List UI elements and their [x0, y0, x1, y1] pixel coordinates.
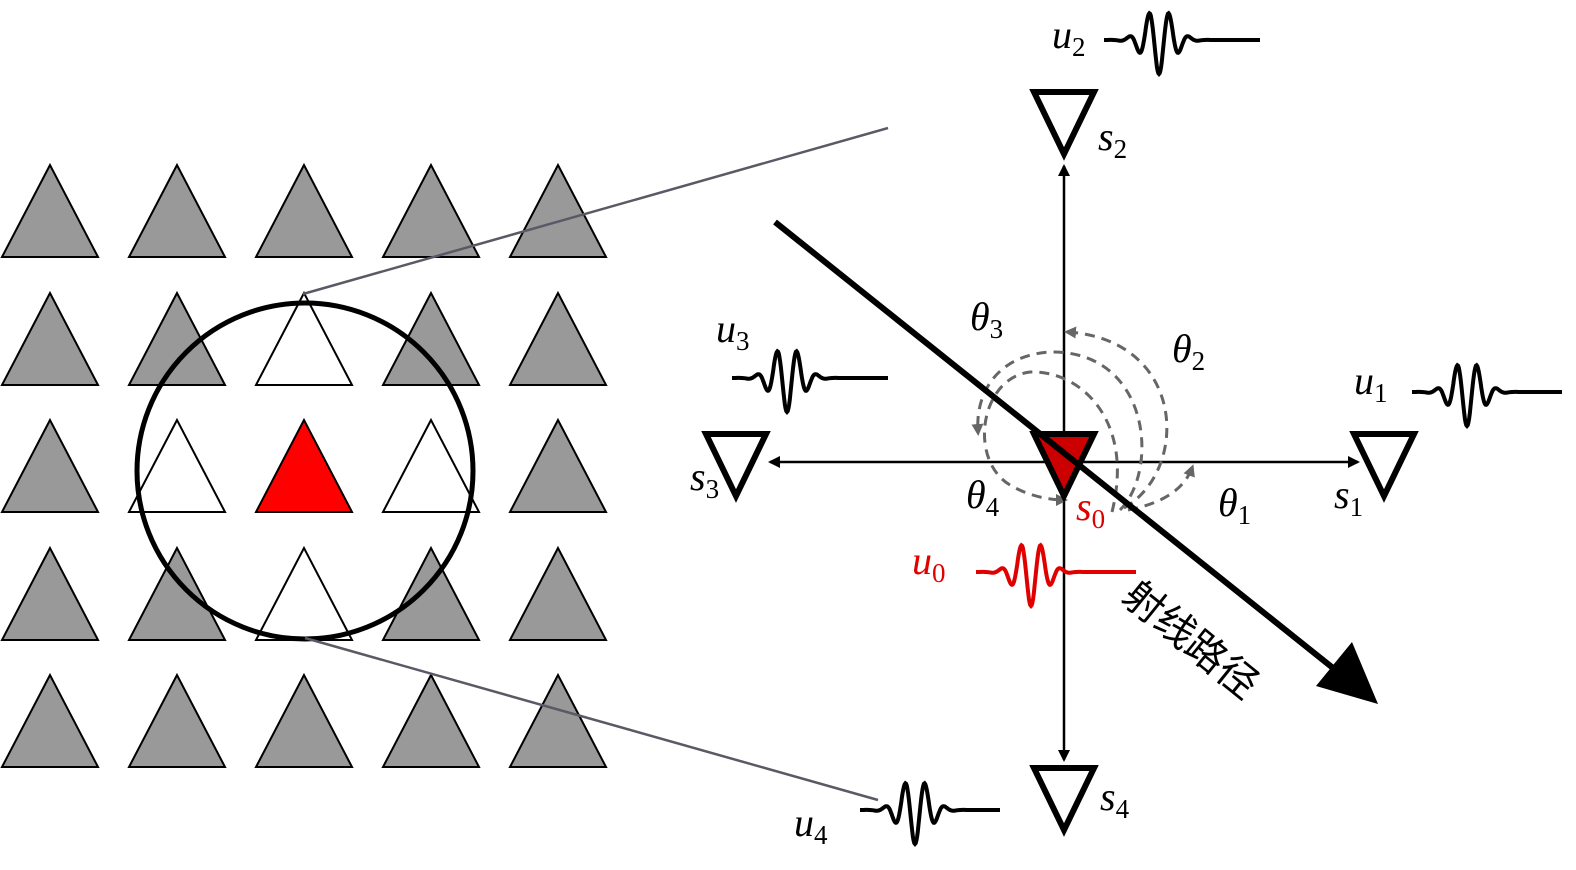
station-triangle-gray [0, 290, 100, 386]
station-s2 [1029, 89, 1099, 161]
station-s1 [1349, 431, 1419, 503]
label-s0: s0 [1076, 484, 1105, 534]
ray-path [773, 219, 1340, 675]
station-triangle-neighbor [381, 417, 481, 513]
station-array-grid [0, 162, 608, 768]
station-triangle-gray [127, 290, 227, 386]
station-triangle-center [254, 417, 354, 513]
station-triangle-gray [254, 672, 354, 768]
station-triangle-gray [0, 672, 100, 768]
station-triangle-gray [0, 417, 100, 513]
station-triangle-gray [381, 162, 481, 258]
station-triangle-neighbor [127, 417, 227, 513]
ray-path-label: 射线路径 [1114, 572, 1267, 708]
theta1-arc [1127, 464, 1195, 512]
label-s1: s1 [1334, 472, 1363, 522]
label-u1: u1 [1354, 358, 1388, 408]
station-triangle-gray [508, 672, 608, 768]
station-triangle-gray [0, 162, 100, 258]
label-u3: u3 [716, 306, 750, 356]
station-s4 [1029, 765, 1099, 837]
station-triangle-gray [127, 672, 227, 768]
station-triangle-gray [508, 417, 608, 513]
label-u4: u4 [794, 800, 828, 850]
label-theta3: θ3 [970, 294, 1003, 344]
zoom-line-bottom [304, 636, 879, 802]
waveform-u1 [1412, 362, 1562, 430]
label-u2: u2 [1052, 12, 1086, 62]
station-triangle-gray [508, 545, 608, 641]
station-triangle-gray [381, 290, 481, 386]
zoom-line-top [302, 126, 889, 296]
label-theta2: θ2 [1172, 326, 1205, 376]
theta2-arc [1064, 326, 1169, 510]
ray-path-arrowhead [1316, 642, 1378, 704]
waveform-u3 [732, 348, 888, 416]
station-triangle-neighbor [254, 545, 354, 641]
label-theta4: θ4 [966, 472, 1000, 522]
station-triangle-gray [508, 290, 608, 386]
theta4-arc [982, 370, 1119, 513]
station-triangle-gray [0, 545, 100, 641]
label-theta1: θ1 [1218, 480, 1251, 530]
label-u0: u0 [912, 538, 946, 588]
station-triangle-gray [508, 162, 608, 258]
station-triangle-gray [381, 672, 481, 768]
waveform-u2 [1104, 10, 1260, 78]
station-triangle-neighbor [254, 290, 354, 386]
label-s3: s3 [690, 454, 719, 504]
station-s3 [701, 431, 771, 503]
station-triangle-gray [381, 545, 481, 641]
station-triangle-gray [254, 162, 354, 258]
label-s2: s2 [1098, 114, 1127, 164]
station-triangle-gray [127, 162, 227, 258]
waveform-u0 [976, 542, 1136, 610]
waveform-u4 [860, 780, 1000, 848]
station-triangle-gray [127, 545, 227, 641]
label-s4: s4 [1100, 774, 1130, 824]
